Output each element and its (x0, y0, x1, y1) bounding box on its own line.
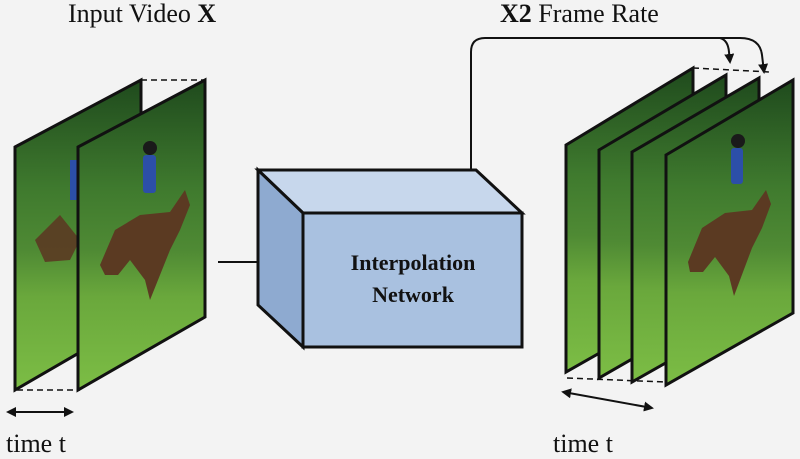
frame-rate-label: X2 Frame Rate (500, 0, 659, 28)
network-box-front (301, 211, 524, 349)
interpolation-network-box: Interpolation Network (254, 166, 526, 351)
output-dashed-bottom (566, 377, 666, 383)
input-frames: time t (6, 77, 207, 458)
input-time-label: time t (6, 429, 67, 458)
network-label-line1: Interpolation (351, 250, 476, 275)
output-dashed-top (692, 67, 771, 73)
network-label-line2: Network (372, 282, 455, 307)
network-to-output-arrow-2 (719, 37, 735, 64)
output-frame-4 (664, 77, 795, 388)
output-time-label: time t (553, 429, 614, 458)
output-rider-shirt (731, 148, 743, 184)
output-frames: time t (553, 65, 795, 458)
output-time-arrow (561, 388, 654, 412)
input-video-label: Input Video X (68, 0, 216, 28)
input-frame-2 (76, 77, 207, 393)
rider-shirt (143, 155, 156, 193)
network-to-output-arrow (470, 37, 769, 170)
